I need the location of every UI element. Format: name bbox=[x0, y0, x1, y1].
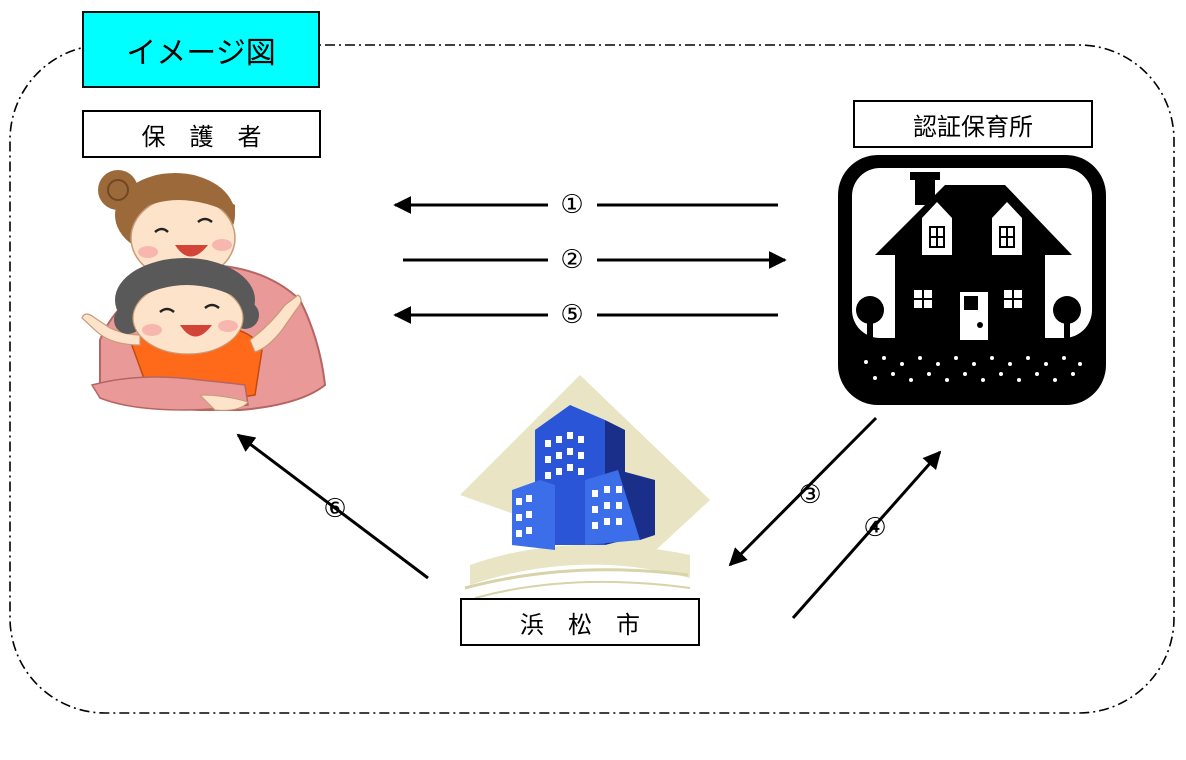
city-buildings-icon bbox=[460, 375, 710, 599]
arrow-step-6 bbox=[236, 433, 429, 580]
nursery-label: 認証保育所 bbox=[913, 112, 1033, 141]
diagram-title: イメージ図 bbox=[82, 11, 320, 88]
step-label-2: ② bbox=[560, 245, 584, 275]
diagram-frame bbox=[9, 44, 1175, 714]
parent-label-box: 保 護 者 bbox=[82, 110, 321, 158]
step-label-1: ① bbox=[560, 190, 584, 220]
mother-and-child-icon bbox=[81, 170, 327, 411]
step-label-6: ⑥ bbox=[323, 494, 347, 524]
city-label: 浜 松 市 bbox=[520, 610, 640, 639]
nursery-label-box: 認証保育所 bbox=[853, 100, 1093, 148]
step-label-4: ④ bbox=[863, 513, 887, 543]
arrow-step-3 bbox=[728, 416, 878, 567]
city-label-box: 浜 松 市 bbox=[460, 598, 700, 646]
step-label-5: ⑤ bbox=[560, 300, 584, 330]
diagram-title-text: イメージ図 bbox=[126, 35, 276, 71]
parent-label: 保 護 者 bbox=[141, 122, 262, 151]
step-label-3: ③ bbox=[798, 480, 822, 510]
arrow-step-4 bbox=[791, 450, 942, 619]
nursery-house-icon bbox=[838, 155, 1106, 405]
